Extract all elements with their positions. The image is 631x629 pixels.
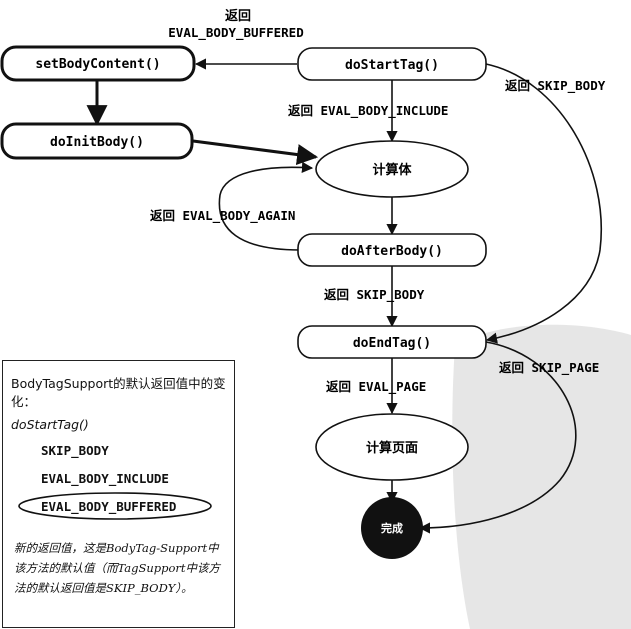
edge-init-to-body [192, 139, 319, 165]
watermark-seal [452, 324, 631, 629]
label-skip-body-mid: 返回 SKIP_BODY [324, 287, 425, 303]
label-eval-body-include: 返回 EVAL_BODY_INCLUDE [288, 103, 448, 119]
svg-text:doInitBody(): doInitBody() [50, 135, 144, 150]
note-item-eval-body-include: EVAL_BODY_INCLUDE [41, 471, 169, 486]
node-dostarttag: doStartTag() [297, 47, 487, 81]
note-handwritten: 新的返回值，这是BodyTag-Support中该方法的默认值（而TagSupp… [14, 541, 221, 595]
note-method: doStartTag() [11, 417, 89, 432]
note-item-eval-body-buffered: EVAL_BODY_BUFFERED [41, 499, 177, 514]
highlight-ellipse [18, 492, 212, 520]
label-eval-body-again: 返回 EVAL_BODY_AGAIN [150, 208, 295, 224]
note-title: BodyTagSupport的默认返回值中的变化： [11, 376, 226, 409]
node-done: 完成 [361, 497, 423, 559]
label-return-top: 返回 [225, 9, 251, 24]
svg-text:setBodyContent(): setBodyContent() [35, 57, 160, 72]
note-item-skip-body: SKIP_BODY [41, 443, 109, 458]
label-eval-page: 返回 EVAL_PAGE [326, 379, 426, 395]
svg-text:计算页面: 计算页面 [366, 440, 418, 456]
svg-text:doAfterBody(): doAfterBody() [341, 244, 443, 259]
label-eval-body-buffered: EVAL_BODY_BUFFERED [168, 25, 303, 41]
node-doafterbody: doAfterBody() [297, 233, 487, 267]
svg-text:doEndTag(): doEndTag() [353, 336, 431, 351]
note-box: BodyTagSupport的默认返回值中的变化： doStartTag() S… [2, 360, 235, 628]
node-evalbody: 计算体 [315, 140, 469, 198]
edge-end-to-done [418, 341, 577, 534]
node-evalpage: 计算页面 [315, 413, 469, 481]
label-skip-body-top: 返回 SKIP_BODY [505, 78, 606, 94]
label-skip-page: 返回 SKIP_PAGE [499, 360, 599, 376]
svg-text:完成: 完成 [381, 521, 403, 535]
node-doinitbody: doInitBody() [0, 122, 194, 160]
node-doendtag: doEndTag() [297, 325, 487, 359]
svg-text:计算体: 计算体 [372, 162, 412, 178]
svg-text:doStartTag(): doStartTag() [345, 58, 439, 73]
edge-after-loop [218, 161, 314, 251]
edge-start-to-end [485, 63, 602, 344]
node-setbodycontent: setBodyContent() [0, 45, 196, 82]
